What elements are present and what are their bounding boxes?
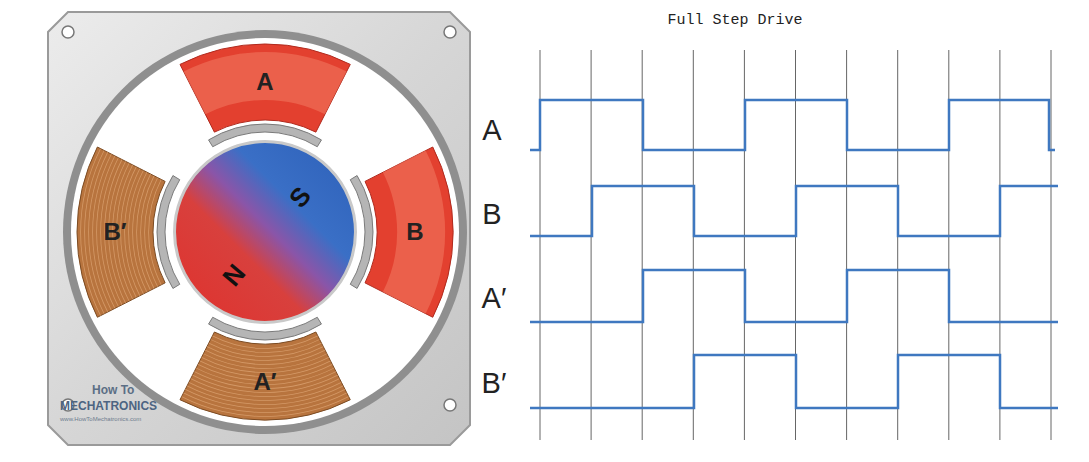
coil-body (180, 332, 350, 420)
waveform (530, 100, 1055, 150)
mount-hole (62, 26, 74, 38)
coil-label: A (256, 70, 273, 94)
waveform (530, 270, 1058, 322)
signal-name: A (482, 116, 501, 145)
watermark: How To (92, 384, 134, 396)
signal-name: A′ (482, 284, 507, 313)
coil-winding (128, 170, 144, 294)
waveforms (530, 100, 1058, 408)
coil-highlight (383, 150, 445, 313)
coil-label: A′ (253, 370, 276, 394)
coil-winding (132, 172, 147, 292)
coil-winding (140, 175, 154, 288)
pole-label: N (218, 259, 250, 290)
coil-label: B (406, 220, 423, 244)
coil-winding (183, 392, 347, 412)
grid-line (591, 50, 592, 440)
signal-name: B′ (482, 369, 507, 398)
coil-label: B′ (103, 220, 126, 244)
coil-winding (80, 148, 101, 315)
stator-ring (63, 30, 467, 434)
coil-body (365, 147, 453, 317)
coil-body (77, 147, 165, 317)
motor-housing (48, 12, 470, 445)
coil-winding (124, 168, 140, 296)
waveform (530, 355, 1058, 408)
grid-line (1051, 50, 1052, 440)
pole-shoes (157, 124, 373, 340)
mount-hole (444, 399, 456, 411)
stator-inner (71, 38, 459, 426)
coil-winding (208, 343, 321, 357)
stator-coil: B (365, 147, 453, 317)
signal-name: B (482, 200, 501, 229)
watermark: MECHATRONICS (60, 400, 157, 412)
stator-coil: B′ (77, 147, 165, 317)
coil-body (180, 44, 350, 132)
coil-winding (205, 350, 325, 365)
waveform (530, 186, 1058, 236)
stator-coil: A′ (180, 332, 350, 420)
mount-hole (444, 26, 456, 38)
coil-winding (203, 353, 327, 369)
pole-label: S (284, 182, 315, 212)
coil-winding (207, 346, 324, 361)
coil-winding (84, 150, 104, 314)
stator-coil: A (180, 44, 350, 132)
rotor-magnet: SN (173, 140, 357, 324)
coil-winding (136, 174, 151, 291)
chart-title: Full Step Drive (667, 12, 802, 29)
coil-winding (181, 396, 348, 417)
watermark: www.HowToMechatronics.com (60, 416, 141, 422)
coil-highlight (183, 52, 346, 114)
